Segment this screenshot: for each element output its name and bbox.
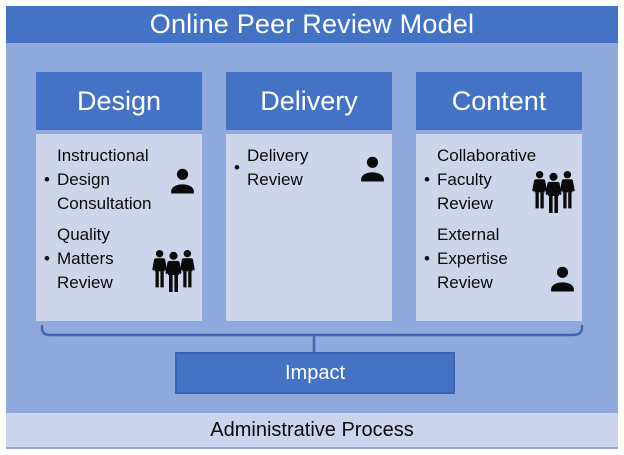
column-body-design: Instructional Design Consultation Qualit… — [36, 134, 202, 321]
column-header-design: Design — [36, 72, 202, 130]
column-body-content: Collaborative Faculty Review External Ex… — [416, 134, 582, 321]
list-item: Collaborative Faculty Review — [424, 144, 577, 216]
list-item: External Expertise Review — [424, 223, 577, 295]
footer-label: Administrative Process — [210, 418, 414, 441]
column-header-label: Content — [451, 85, 547, 116]
list-item: Instructional Design Consultation — [44, 144, 197, 216]
list-item: Delivery Review — [234, 144, 387, 192]
column-delivery: Delivery Delivery Review — [226, 72, 392, 321]
item-label: Delivery Review — [247, 146, 309, 189]
column-header-delivery: Delivery — [226, 72, 392, 130]
column-content: Content Collaborative Faculty Review Ext… — [416, 72, 582, 321]
people-group-icon — [150, 249, 197, 292]
person-icon — [168, 167, 197, 194]
impact-box: Impact — [175, 352, 455, 394]
item-label: Collaborative Faculty Review — [437, 146, 537, 213]
impact-label: Impact — [284, 361, 346, 384]
person-icon — [358, 155, 387, 182]
people-group-icon — [530, 170, 577, 213]
bullet-icon — [44, 247, 57, 271]
person-icon — [548, 265, 577, 292]
bullet-icon — [424, 168, 437, 192]
column-header-label: Delivery — [260, 85, 358, 116]
administrative-process-bar: Administrative Process — [6, 413, 618, 449]
page-title: Online Peer Review Model — [6, 6, 618, 43]
item-label: External Expertise Review — [437, 225, 508, 292]
item-label: Quality Matters Review — [57, 225, 114, 292]
column-body-delivery: Delivery Review — [226, 134, 392, 321]
bullet-icon — [44, 168, 57, 192]
list-item: Quality Matters Review — [44, 223, 197, 295]
bullet-icon — [234, 156, 247, 180]
slide-background: Online Peer Review Model Design Instruct… — [6, 6, 618, 449]
item-label: Instructional Design Consultation — [57, 146, 152, 213]
bracket-connector — [40, 325, 584, 355]
column-header-label: Design — [76, 85, 162, 116]
column-design: Design Instructional Design Consultation… — [36, 72, 202, 321]
column-header-content: Content — [416, 72, 582, 130]
bullet-icon — [424, 247, 437, 271]
page-title-label: Online Peer Review Model — [149, 9, 475, 39]
